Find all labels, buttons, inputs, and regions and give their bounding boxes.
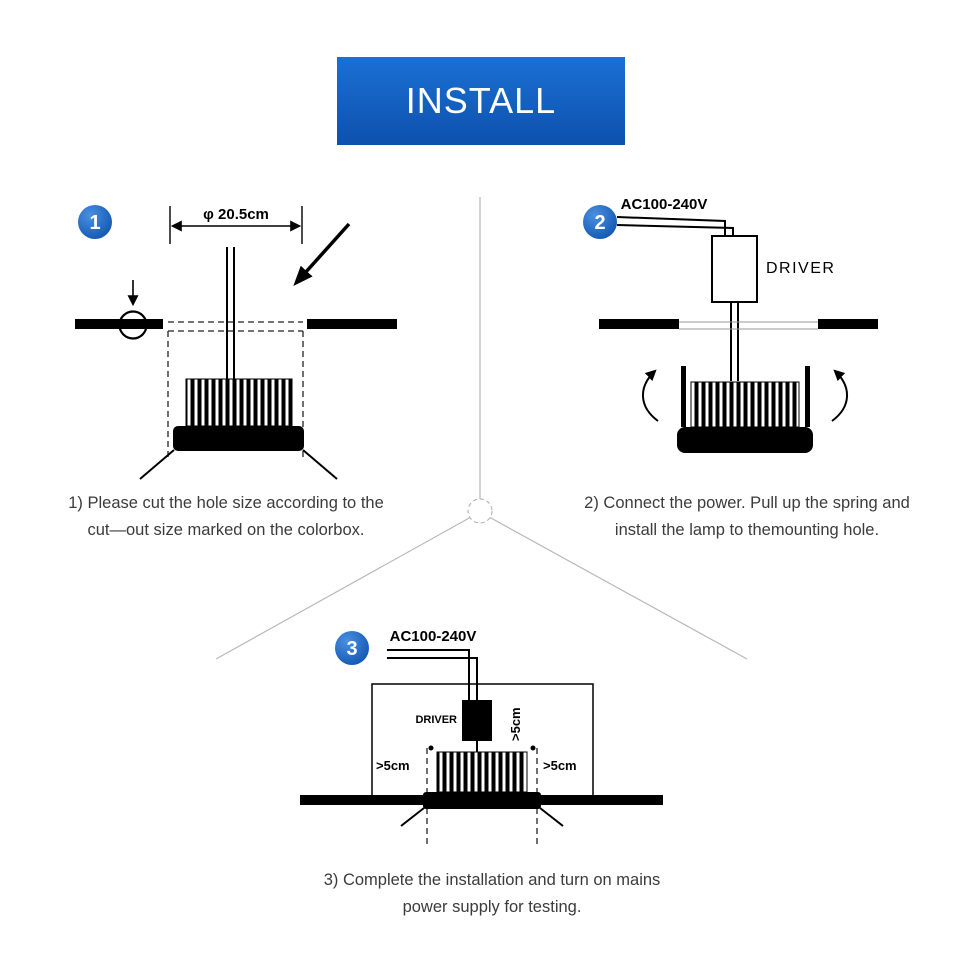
heatsink bbox=[436, 751, 528, 793]
heatsink bbox=[690, 381, 800, 428]
step3-caption-line2: power supply for testing. bbox=[402, 898, 582, 917]
connector-hub bbox=[467, 498, 493, 524]
lamp-body bbox=[423, 792, 541, 809]
step3-power-wires bbox=[387, 649, 478, 700]
step2-badge bbox=[583, 205, 617, 239]
cutout-dimension bbox=[169, 206, 303, 244]
heatsink bbox=[185, 378, 293, 427]
step3-caption-line1: 3) Complete the installation and turn on… bbox=[323, 871, 661, 889]
screw-left bbox=[428, 745, 434, 751]
install-banner: INSTALL bbox=[337, 57, 625, 145]
cut-point-circle bbox=[118, 310, 148, 340]
step2-caption: 2) Connect the power. Pull up the spring… bbox=[558, 490, 936, 544]
mounting-hole-lines bbox=[679, 321, 818, 330]
step1-caption: 1) Please cut the hole size according to… bbox=[46, 490, 406, 544]
step1-badge bbox=[78, 205, 112, 239]
driver-label: DRIVER bbox=[766, 260, 835, 277]
banner-title: INSTALL bbox=[405, 80, 557, 121]
driver-output-wires bbox=[730, 302, 739, 381]
step3-caption: 3) Complete the installation and turn on… bbox=[293, 867, 691, 921]
trim-flare-right bbox=[302, 449, 338, 480]
driver-box bbox=[462, 700, 492, 741]
step3-badge bbox=[335, 631, 369, 665]
gap-label-top: >5cm bbox=[508, 707, 523, 741]
screw-right bbox=[530, 745, 536, 751]
cutout-dimension-label: φ 20.5cm bbox=[203, 206, 269, 223]
ceiling-right-bar bbox=[541, 795, 663, 805]
gap-label-right: >5cm bbox=[543, 758, 577, 773]
cut-dashed-lines bbox=[426, 748, 538, 845]
step2-diagram: 2 AC100-240V DRIVER bbox=[583, 196, 878, 453]
step2-power-label: AC100-240V bbox=[621, 196, 708, 213]
step2-caption-line1: 2) Connect the power. Pull up the spring… bbox=[584, 494, 910, 512]
lamp-body bbox=[173, 426, 304, 451]
insert-arrow bbox=[293, 222, 351, 286]
trim-flare-left bbox=[400, 807, 425, 827]
ceiling-right-bar bbox=[307, 319, 397, 329]
ceiling-right-bar bbox=[818, 319, 878, 329]
gap-label-left: >5cm bbox=[376, 758, 410, 773]
rotate-arrow-right bbox=[831, 369, 848, 422]
spring-clip-left bbox=[681, 366, 686, 427]
driver-box bbox=[711, 235, 758, 303]
step3-power-label: AC100-240V bbox=[390, 628, 477, 645]
step1-caption-line2: cut—out size marked on the colorbox. bbox=[87, 521, 365, 540]
trim-flare-right bbox=[539, 807, 564, 827]
trim-flare-left bbox=[139, 449, 175, 480]
connector-lines bbox=[215, 197, 748, 660]
step1-badge-number: 1 bbox=[89, 212, 100, 234]
step1-diagram: 1 φ 20.5cm bbox=[75, 205, 397, 480]
ceiling-left-bar bbox=[599, 319, 679, 329]
lamp-body bbox=[677, 427, 813, 453]
ceiling-left-bar bbox=[300, 795, 423, 805]
step2-caption-line2: install the lamp to themounting hole. bbox=[614, 521, 880, 540]
step3-diagram: 3 AC100-240V DRIVER >5cm >5cm >5cm bbox=[300, 628, 663, 845]
step1-caption-line1: 1) Please cut the hole size according to… bbox=[68, 494, 384, 512]
driver-label: DRIVER bbox=[415, 714, 457, 726]
step3-badge-number: 3 bbox=[346, 638, 357, 660]
step2-power-wires bbox=[616, 216, 734, 236]
lamp-wires bbox=[226, 247, 235, 379]
step2-badge-number: 2 bbox=[594, 212, 605, 234]
spring-clip-right bbox=[805, 366, 810, 427]
rotate-arrow-left bbox=[642, 369, 659, 422]
